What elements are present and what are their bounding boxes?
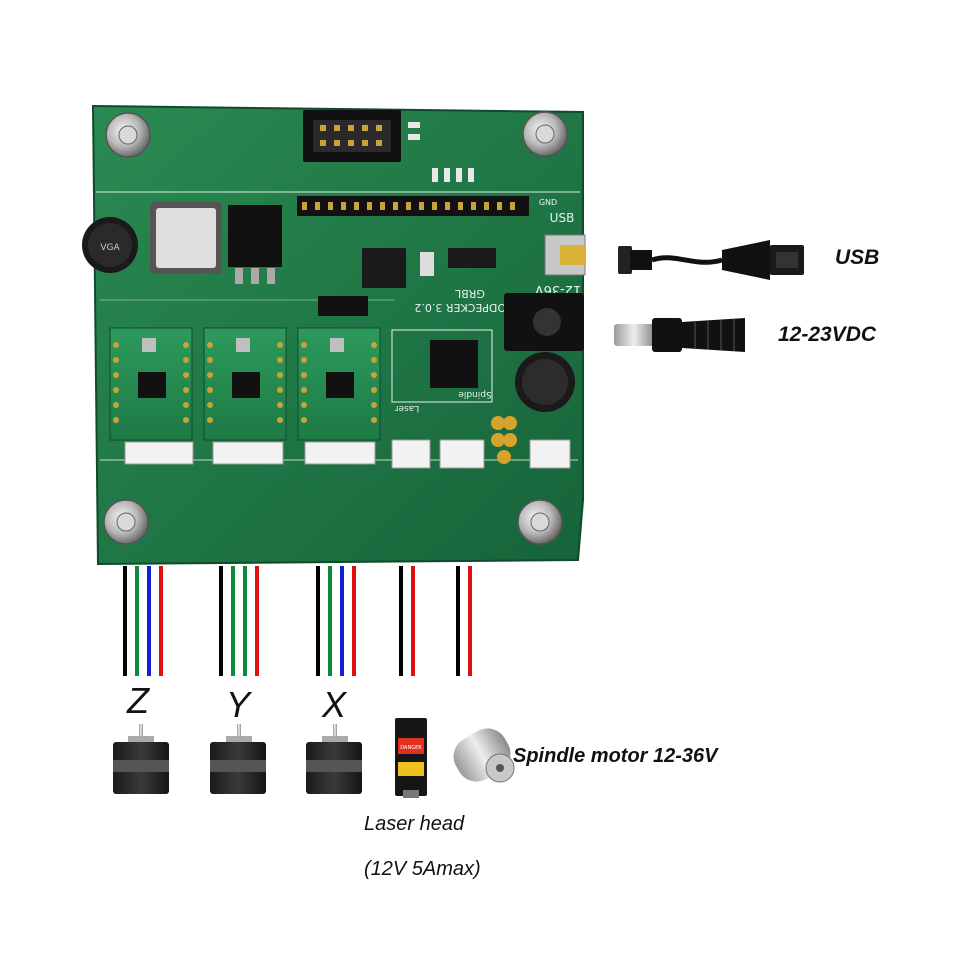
board-capacitor-right <box>515 352 575 412</box>
stepper-motor-z-icon <box>113 724 169 794</box>
top-header-connector <box>303 110 401 162</box>
driver-y <box>203 327 287 441</box>
board-spindle-silk: Spindle <box>458 389 492 399</box>
wires-x <box>316 566 356 676</box>
usb-cable-icon <box>618 240 804 280</box>
spindle-motor-icon <box>453 728 515 783</box>
y-axis-label: Y <box>226 684 251 725</box>
board-usb-jack <box>544 234 586 276</box>
board-model-text: WOODPECKER 3.0.2 <box>414 301 525 314</box>
stepper-drivers <box>109 327 381 441</box>
stepper-motor-y-icon <box>210 724 266 794</box>
spindle-driver-area: Spindle Laser <box>391 329 493 413</box>
dc-plug-icon <box>614 318 745 352</box>
spindle-motor-label: Spindle motor 12-36V <box>513 745 718 767</box>
power-label: 12-23VDC <box>778 323 877 346</box>
svg-text:VGA: VGA <box>100 243 120 253</box>
board-laser-silk: Laser <box>394 403 419 413</box>
pin-header-row <box>297 196 529 216</box>
wires-spindle <box>456 566 472 676</box>
laser-head-label: Laser head <box>364 813 465 835</box>
mounting-screws <box>103 111 568 545</box>
controller-chips <box>318 248 496 316</box>
laser-head-icon: DANGER <box>395 718 427 798</box>
usb-label: USB <box>835 246 880 269</box>
z-axis-label: Z <box>127 680 149 721</box>
board-silk-text: WOODPECKER 3.0.2 GRBL 12-36V USB GND <box>414 198 581 314</box>
laser-danger-text: DANGER <box>400 745 422 751</box>
board-gnd-silk: GND <box>539 198 557 207</box>
board-usb-silk: USB <box>550 211 575 225</box>
yellow-capacitors <box>491 416 517 464</box>
driver-z <box>109 327 193 441</box>
power-converter-section: VGA <box>82 202 282 284</box>
driver-x <box>297 327 381 441</box>
laser-head-spec: (12V 5Amax) <box>364 858 481 880</box>
board-dc-jack <box>504 293 584 351</box>
smd-components <box>408 122 474 182</box>
wires-y <box>219 566 259 676</box>
stepper-motor-x-icon <box>306 724 362 794</box>
wires-z <box>123 566 163 676</box>
wires-laser <box>399 566 415 676</box>
board-firmware-text: GRBL <box>454 287 485 300</box>
output-connectors <box>124 439 571 469</box>
x-axis-label: X <box>322 684 347 725</box>
